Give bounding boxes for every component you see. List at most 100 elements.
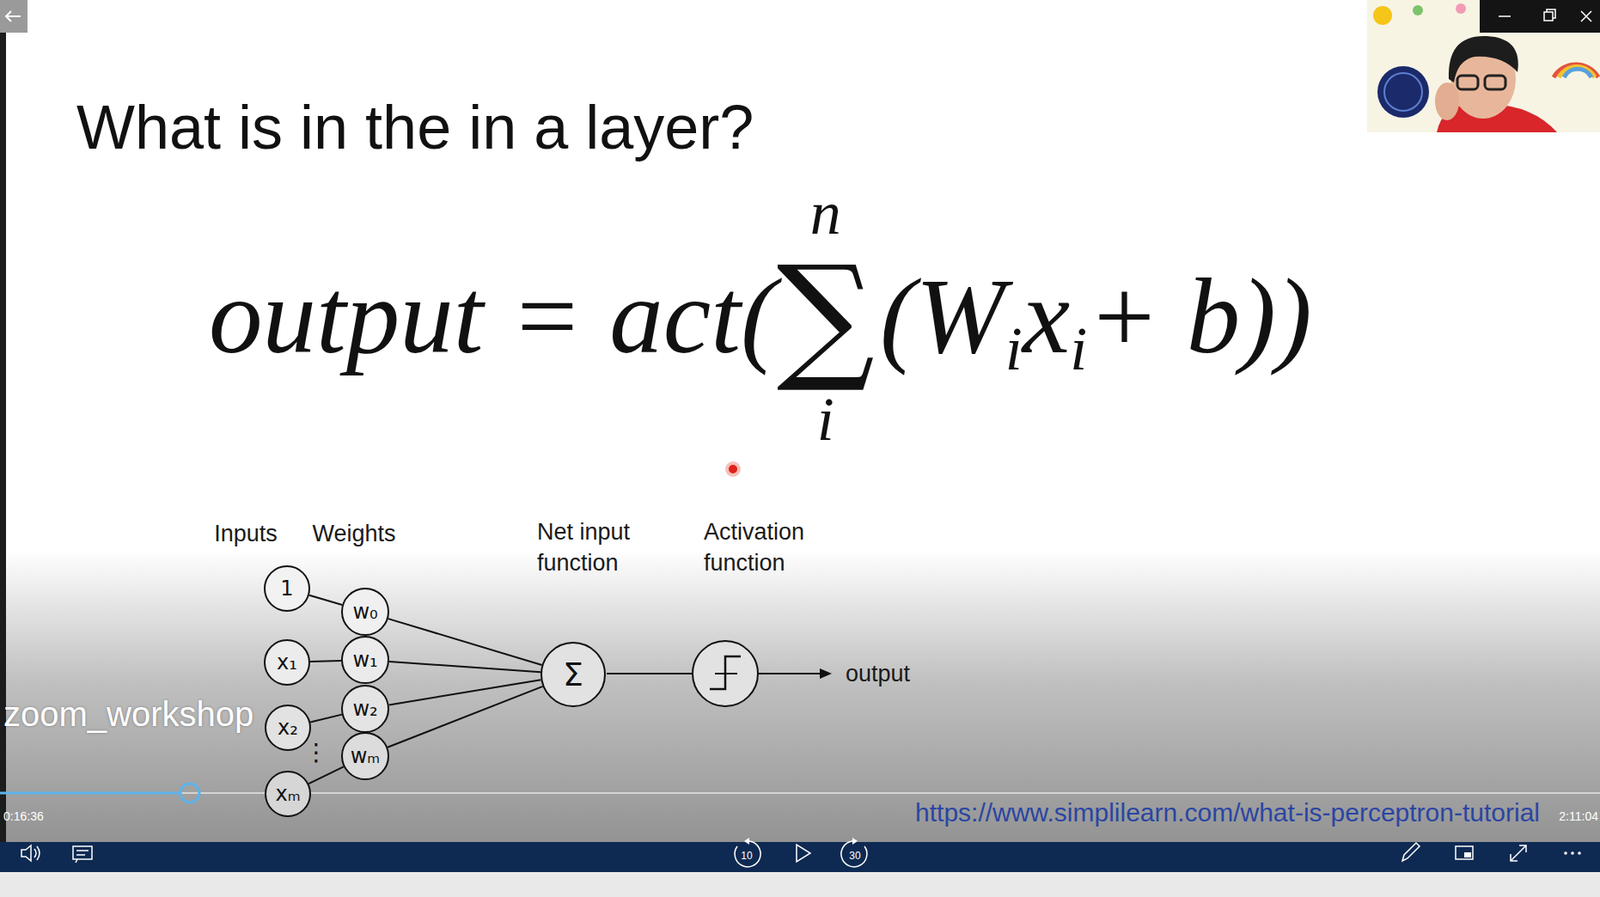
connector	[309, 595, 342, 605]
forward-icon	[841, 841, 868, 868]
progress-thumb	[180, 783, 200, 803]
sum-column: n∑i	[776, 182, 875, 451]
weight-node: w₂	[341, 684, 390, 733]
logo-ring	[1384, 73, 1423, 111]
sun-sticker	[1373, 6, 1393, 25]
arrowhead	[819, 668, 832, 679]
node-text: Σ	[562, 658, 584, 691]
person-hand	[1435, 82, 1460, 121]
ellipsis-mark: ⋮	[304, 740, 329, 765]
watermark: zoom_workshop	[3, 696, 254, 732]
sum-sign: ∑	[776, 247, 875, 385]
source-url: https://www.simplilearn.com/what-is-perc…	[915, 800, 1540, 826]
logo-badge	[1377, 66, 1430, 118]
person-glasses	[1457, 75, 1478, 90]
node-text: w₀	[352, 601, 378, 623]
progress-track	[0, 792, 1600, 794]
restore-icon	[1544, 12, 1553, 21]
connector	[308, 766, 344, 784]
captions-icon	[75, 850, 89, 863]
webcam-view	[1367, 0, 1600, 133]
pointer-halo	[725, 461, 741, 477]
miniplayer-icon	[1464, 852, 1472, 858]
node-text: x₁	[276, 652, 298, 673]
node-text: w₁	[352, 649, 378, 671]
more-icon	[1577, 851, 1582, 855]
skip-amount: 30	[848, 850, 861, 862]
rewind-icon	[734, 841, 761, 868]
more-icon	[1563, 851, 1568, 855]
bottom-strip	[0, 872, 1600, 897]
formula-limit: n	[810, 182, 842, 245]
person-glasses	[1484, 75, 1506, 90]
formula-text: + b))	[1087, 262, 1312, 371]
sum-node: Σ	[540, 641, 606, 708]
captions-icon	[73, 846, 92, 860]
laser-pointer	[728, 464, 738, 474]
step-symbol	[709, 656, 741, 690]
player-shade	[0, 549, 1600, 843]
weight-node: wₘ	[341, 732, 390, 781]
connector	[310, 660, 342, 662]
column-heading: Weights	[311, 522, 396, 546]
output-arrow	[757, 672, 824, 675]
formula-subscript: i	[1069, 317, 1088, 380]
formula-text: (W	[879, 262, 1006, 371]
progress-fill	[0, 792, 181, 795]
rewind-icon	[744, 837, 750, 845]
connector	[310, 714, 342, 723]
weight-node: w₁	[341, 635, 390, 684]
column-heading: Activation function	[703, 516, 833, 580]
rainbow-sticker	[1553, 64, 1599, 78]
pen-icon	[1402, 842, 1420, 862]
control-bar	[0, 842, 1600, 873]
activation-circle	[692, 641, 758, 707]
node-text: xₘ	[274, 783, 300, 805]
connector	[387, 686, 544, 748]
back-arrow	[6, 11, 21, 22]
forward-icon	[852, 837, 858, 845]
formula: output = act(n∑i(Wixi+ b))	[208, 182, 1313, 451]
formula-text: output = act(	[208, 262, 777, 371]
input-node: x₂	[264, 704, 312, 752]
skip-amount: 10	[740, 850, 752, 862]
column-heading: Net input function	[537, 516, 666, 580]
connector	[388, 618, 543, 666]
node-text: 1	[280, 578, 294, 599]
node-text: wₘ	[350, 745, 381, 767]
weight-node: w₀	[341, 587, 390, 636]
output-label: output	[845, 662, 910, 686]
rainbow-sticker	[1563, 68, 1592, 78]
formula-text: x	[1022, 262, 1070, 371]
total-time: 2:11:04	[1558, 810, 1599, 823]
miniplayer-icon	[1455, 846, 1473, 860]
node-text: w₂	[352, 698, 378, 720]
play-icon	[796, 844, 811, 862]
window-controls	[1479, 0, 1600, 33]
formula-subscript: i	[1005, 317, 1023, 380]
minimize-icon	[1498, 15, 1511, 18]
leaf-sticker	[1412, 5, 1423, 16]
node-text: x₂	[277, 717, 299, 739]
more-icon	[1570, 851, 1575, 855]
volume-icon	[34, 846, 40, 861]
flower-sticker	[1455, 3, 1466, 14]
input-node: x₁	[263, 639, 311, 686]
formula-index: i	[817, 388, 835, 451]
connector	[389, 661, 541, 672]
elapsed-time: 0:16:36	[3, 810, 44, 823]
step-symbol	[714, 672, 738, 675]
fullscreen-icon	[1510, 845, 1527, 862]
input-node: xₘ	[264, 770, 312, 818]
wire	[606, 672, 693, 675]
input-node: 1	[263, 565, 311, 612]
back-button	[0, 0, 28, 33]
restore-icon	[1546, 9, 1556, 19]
rainbow-sticker	[1558, 67, 1595, 78]
slide-title: What is in the in a layer?	[76, 96, 754, 159]
close-icon	[1581, 11, 1592, 22]
volume-icon	[21, 845, 31, 862]
connector	[389, 679, 542, 705]
column-heading: Inputs	[213, 522, 278, 546]
